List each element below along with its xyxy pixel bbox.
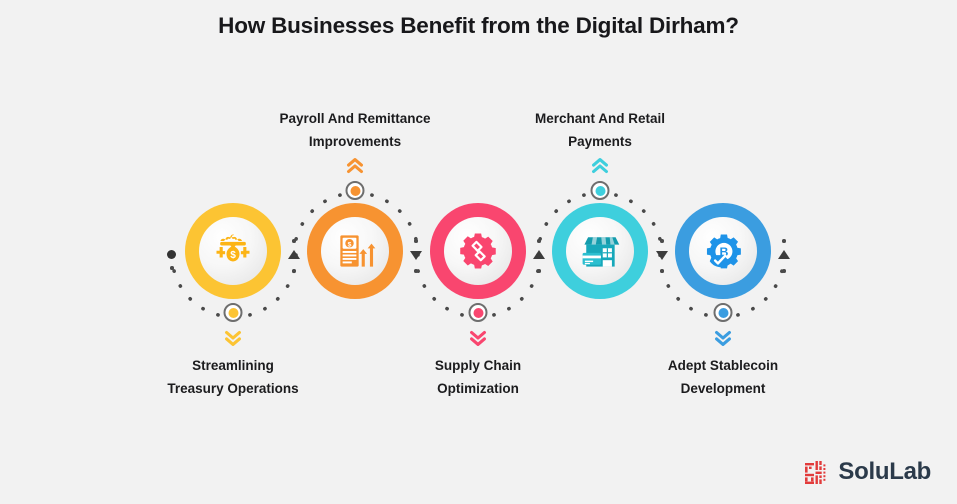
gear-money-bag-icon: $ xyxy=(216,234,250,262)
node-marker-dot-2[interactable] xyxy=(345,181,365,200)
chevron-down-icon-5 xyxy=(715,330,731,346)
storefront-card-icon xyxy=(582,237,620,267)
node-label-2: Payroll And Remittance Improvements xyxy=(240,107,470,153)
node-label-1: Streamlining Treasury Operations xyxy=(118,354,348,400)
node-marker-dot-4[interactable] xyxy=(590,181,610,200)
node-label-4: Merchant And Retail Payments xyxy=(485,107,715,153)
connector-triangle-down-4 xyxy=(656,251,668,260)
node-ring-5[interactable]: B xyxy=(675,203,771,299)
node-marker-dot-1[interactable] xyxy=(223,303,243,322)
arc-start-dot-small xyxy=(170,266,174,270)
chevron-up-icon-2 xyxy=(347,158,363,174)
connector-dot-2b xyxy=(414,269,418,273)
connector-dot-1b xyxy=(292,269,296,273)
node-marker-dot-5[interactable] xyxy=(713,303,733,322)
connector-dot-4b xyxy=(660,269,664,273)
connector-triangle-up-3 xyxy=(533,250,545,259)
chevron-up-icon-4 xyxy=(592,158,608,174)
connector-dot-1a xyxy=(292,239,296,243)
chevron-down-icon-1 xyxy=(225,330,241,346)
connector-triangle-up-1 xyxy=(288,250,300,259)
node-label-4-line1: Merchant And Retail xyxy=(534,111,666,126)
node-ring-2[interactable]: $ xyxy=(307,203,403,299)
connector-dot-5a xyxy=(782,239,786,243)
arc-start-dot xyxy=(167,250,176,259)
chevron-down-icon-3 xyxy=(470,330,486,346)
connector-dot-3a xyxy=(537,239,541,243)
node-ring-3[interactable] xyxy=(430,203,526,299)
node-label-1-line2: Treasury Operations xyxy=(167,381,299,397)
connector-dot-3b xyxy=(537,269,541,273)
node-ring-1[interactable]: $ xyxy=(185,203,281,299)
node-label-5-line2: Development xyxy=(680,381,766,397)
node-inner-disc-1: $ xyxy=(199,217,267,285)
gear-bitcoin-download-icon: B xyxy=(706,234,741,269)
connector-triangle-down-2 xyxy=(410,251,422,260)
node-marker-dot-3[interactable] xyxy=(468,303,488,322)
connector-dot-5b xyxy=(782,269,786,273)
node-inner-disc-3 xyxy=(444,217,512,285)
node-inner-disc-2: $ xyxy=(321,217,389,285)
invoice-growth-arrows-icon: $ xyxy=(340,235,376,267)
node-label-1-line1: Streamlining xyxy=(192,358,274,373)
node-label-3: Supply Chain Optimization xyxy=(363,354,593,400)
node-label-3-line1: Supply Chain xyxy=(434,358,522,373)
connector-triangle-up-5 xyxy=(778,250,790,259)
solulab-pixel-mark-icon xyxy=(805,461,826,484)
node-inner-disc-4 xyxy=(566,217,634,285)
connector-dot-4a xyxy=(660,239,664,243)
node-label-2-line1: Payroll And Remittance xyxy=(279,111,431,126)
node-label-5: Adept Stablecoin Development xyxy=(608,354,838,400)
connector-dot-2a xyxy=(414,239,418,243)
svg-text:$: $ xyxy=(230,250,236,261)
page-title: How Businesses Benefit from the Digital … xyxy=(218,13,739,38)
solulab-logo[interactable]: SoluLab xyxy=(804,458,931,486)
node-label-4-line2: Payments xyxy=(568,134,632,150)
svg-text:B: B xyxy=(719,245,728,259)
solulab-logo-text: SoluLab xyxy=(838,458,931,485)
gear-chain-link-icon xyxy=(460,233,496,269)
svg-text:$: $ xyxy=(348,242,352,249)
node-label-2-line2: Improvements xyxy=(308,134,402,150)
node-ring-4[interactable] xyxy=(552,203,648,299)
node-label-5-line1: Adept Stablecoin xyxy=(667,358,779,373)
node-inner-disc-5: B xyxy=(689,217,757,285)
node-label-3-line2: Optimization xyxy=(437,381,519,397)
